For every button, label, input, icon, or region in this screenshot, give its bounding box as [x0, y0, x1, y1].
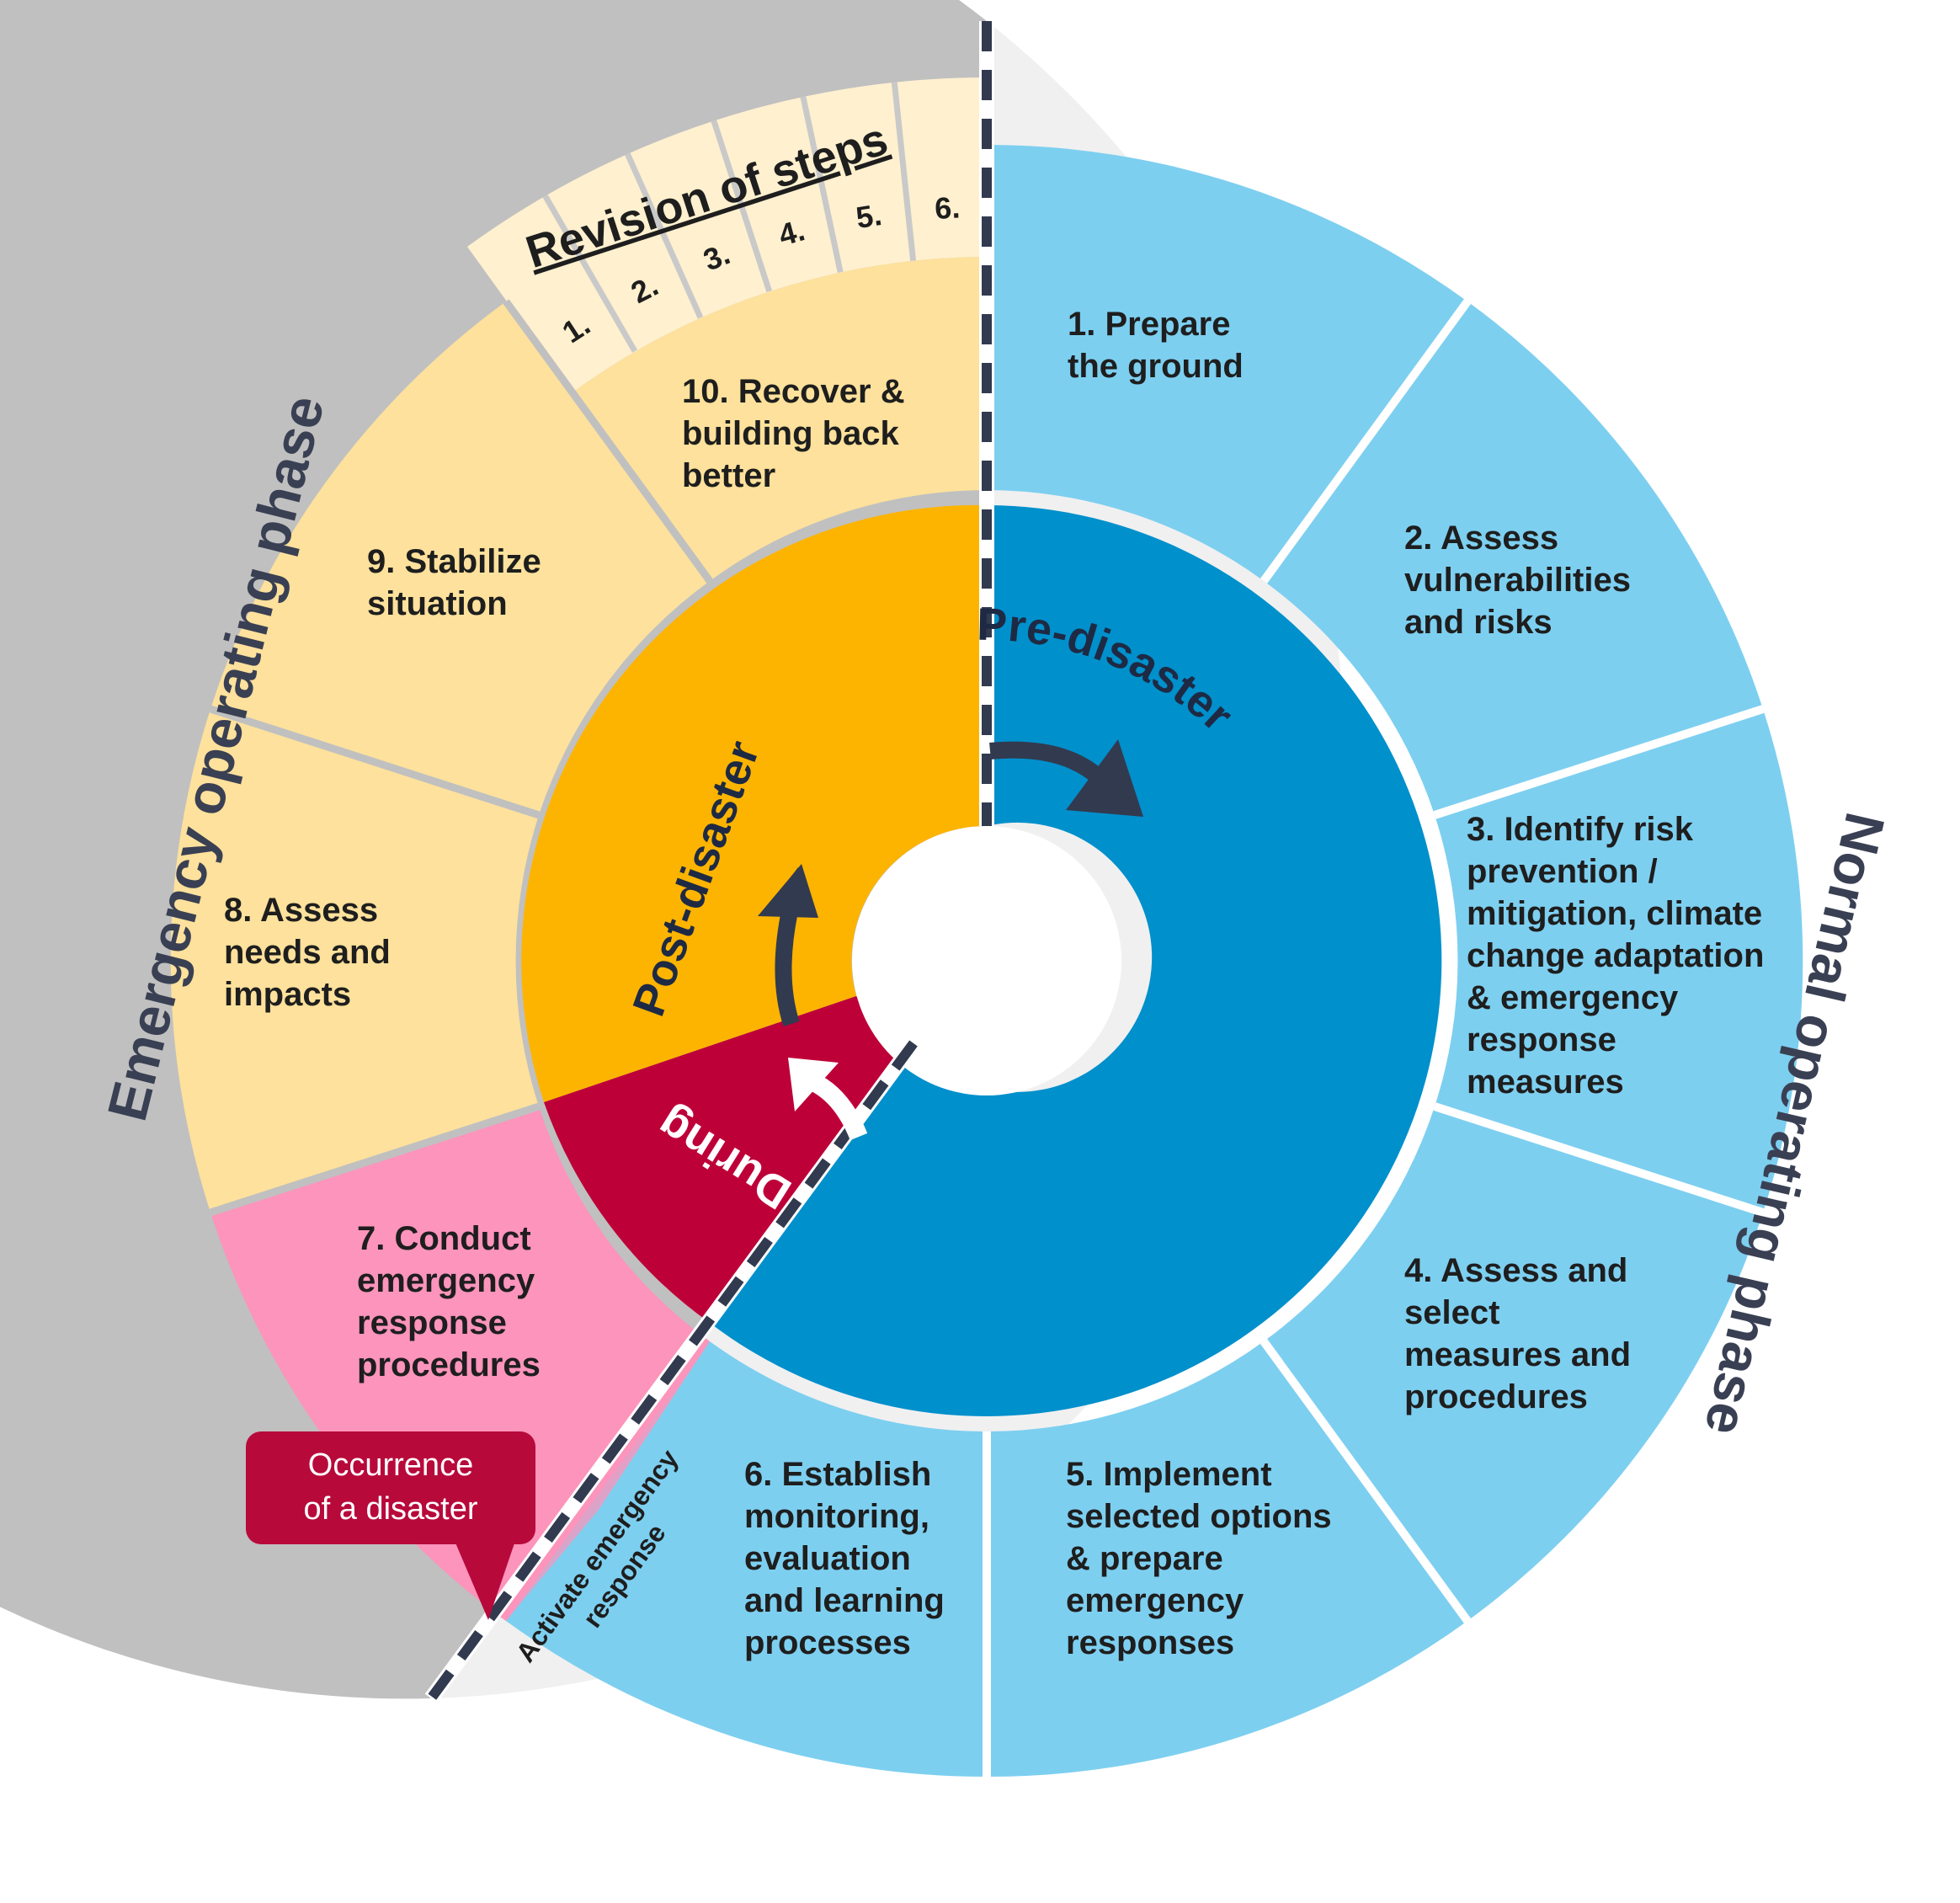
text-line: evaluation: [744, 1540, 911, 1577]
revision-divider: [625, 152, 704, 319]
segment-step-3: [1435, 709, 1803, 1213]
text-line: 7. Conduct: [357, 1220, 531, 1257]
text-line: 1. Prepare: [1068, 306, 1230, 343]
segment-step-4: [1264, 1106, 1763, 1621]
step-8-label: 8. Assess needs and impacts: [224, 892, 391, 1013]
text-line: situation: [367, 585, 508, 622]
text-line: impacts: [224, 976, 351, 1013]
text-line: the ground: [1068, 348, 1244, 385]
step-4-label: 4. Assess and select measures and procedure…: [1404, 1252, 1631, 1415]
step-10-label: 10. Recover & building back better: [682, 373, 905, 494]
phase-boundary-bottom-dash: [427, 1040, 918, 1702]
text-line: measures and: [1404, 1336, 1631, 1373]
text-line: & emergency: [1467, 979, 1679, 1016]
text-line: response: [1467, 1021, 1616, 1058]
arrow-pre-disaster: [989, 739, 1143, 817]
segment-step-5: [987, 1341, 1467, 1778]
text-line: 3. Identify risk: [1467, 811, 1694, 848]
text-line: 2. Assess: [1404, 520, 1558, 557]
text-line: better: [682, 457, 775, 494]
text-line: and learning: [744, 1582, 945, 1619]
step-5-label: 5. Implement selected options & prepare eme…: [1066, 1456, 1332, 1661]
text-line: emergency: [1066, 1582, 1244, 1619]
center-hole: [852, 826, 1121, 1095]
text-line: mitigation, climate: [1467, 895, 1762, 932]
step-7-label: 7. Conduct emergency response procedures: [357, 1220, 541, 1383]
text-line: change adaptation: [1467, 937, 1764, 974]
revision-dividers: [542, 82, 917, 353]
revision-divider: [800, 96, 844, 274]
text-line: needs and: [224, 934, 391, 971]
step-6-label: 6. Establish monitoring, evaluation and lea…: [744, 1456, 945, 1661]
text-line: 10. Recover &: [682, 373, 905, 410]
callout-pointer: [455, 1541, 515, 1620]
post-disaster-ring: [521, 504, 987, 1102]
pre-disaster-ring: [710, 505, 1442, 1416]
step-2-label: 2. Assess vulnerabilities and risks: [1404, 520, 1631, 641]
text-line: and risks: [1404, 604, 1553, 641]
segment-step-2: [1264, 301, 1763, 815]
text-line: response: [357, 1304, 507, 1341]
callout-line-1: Occurrence: [307, 1447, 474, 1483]
revision-divider: [891, 82, 917, 261]
text-line: vulnerabilities: [1404, 562, 1631, 599]
callout-line-2: of a disaster: [303, 1491, 478, 1527]
segment-step-6: [506, 1341, 987, 1778]
step-9-label: 9. Stabilize situation: [367, 543, 541, 622]
text-line: building back: [682, 415, 900, 452]
text-line: 6. Establish: [744, 1456, 931, 1493]
text-line: responses: [1066, 1624, 1234, 1661]
revision-divider: [711, 120, 773, 292]
segment-dividers: [983, 299, 1765, 1777]
text-line: & prepare: [1066, 1540, 1223, 1577]
text-line: procedures: [1404, 1378, 1588, 1415]
step-1-label: 1. Prepare the ground: [1068, 306, 1244, 385]
segment-step-9: [210, 301, 710, 815]
revision-item: 5.: [854, 197, 884, 235]
segment-step-8: [170, 709, 539, 1213]
text-line: procedures: [357, 1346, 541, 1383]
text-line: 9. Stabilize: [367, 543, 541, 580]
text-line: prevention /: [1467, 853, 1658, 890]
text-line: 8. Assess: [224, 892, 378, 929]
text-line: selected options: [1066, 1498, 1332, 1535]
disaster-occurrence-callout: Occurrence of a disaster: [246, 1431, 535, 1544]
text-line: 4. Assess and: [1404, 1252, 1627, 1289]
text-line: select: [1404, 1294, 1499, 1331]
text-line: measures: [1467, 1063, 1624, 1101]
revision-item: 6.: [934, 189, 961, 226]
arrow-post-disaster: [758, 864, 818, 1027]
step-3-label: 3. Identify risk prevention / mitigation, …: [1467, 811, 1764, 1101]
text-line: emergency: [357, 1262, 535, 1299]
revision-band: [467, 77, 987, 392]
segment-step-1: [987, 144, 1467, 581]
arrow-during: [788, 1058, 868, 1141]
emergency-dividers: [209, 299, 713, 1217]
revision-divider: [542, 194, 638, 353]
segment-step-10: [573, 257, 987, 581]
text-line: processes: [744, 1624, 911, 1661]
text-line: 5. Implement: [1066, 1456, 1272, 1493]
text-line: monitoring,: [744, 1498, 929, 1535]
